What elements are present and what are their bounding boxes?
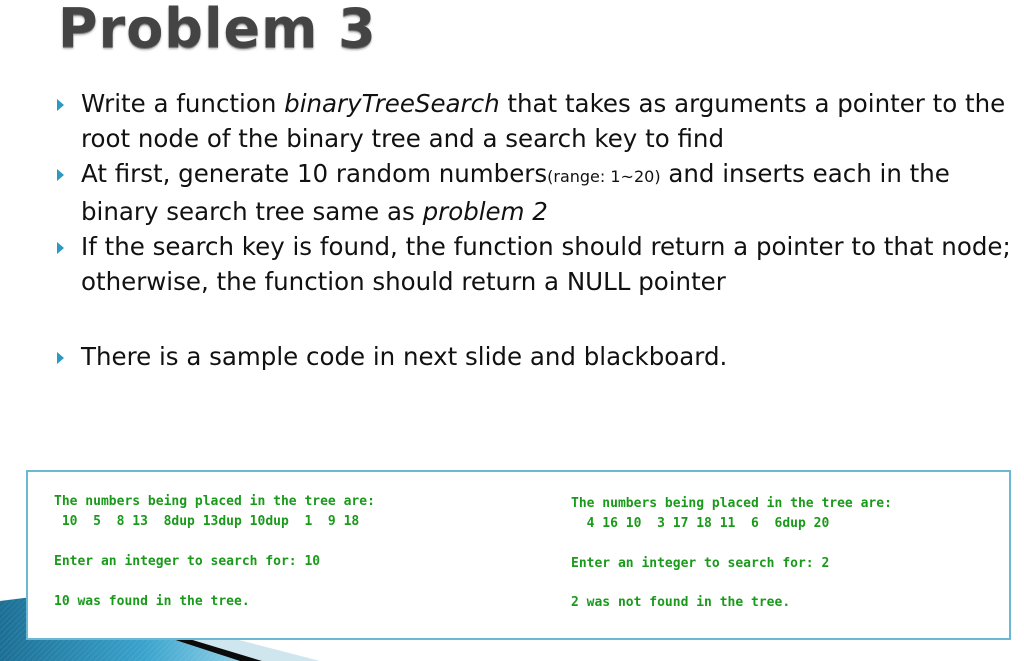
range-note: (range: 1~20) [547, 167, 661, 186]
bullet-text: At first, generate 10 random numbers [81, 159, 548, 188]
console-sample-found: The numbers being placed in the tree are… [54, 472, 375, 609]
console-line-result: 2 was not found in the tree. [571, 595, 791, 610]
console-sample-not-found: The numbers being placed in the tree are… [571, 472, 892, 610]
console-line-numbers: 10 5 8 13 8dup 13dup 10dup 1 9 18 [54, 514, 360, 529]
bullet-text: that takes as arguments a pointer to the… [81, 89, 1006, 153]
console-line-prompt: Enter an integer to search for: 10 [54, 554, 321, 569]
console-line-header: The numbers being placed in the tree are… [571, 496, 892, 511]
console-line-prompt: Enter an integer to search for: 2 [571, 556, 830, 571]
bullet-text: Write a function [81, 89, 285, 118]
bullet-item-function: Write a function binaryTreeSearch that t… [56, 86, 1016, 156]
bullet-item-return: If the search key is found, the function… [56, 229, 1016, 299]
bullet-text: There is a sample code in next slide and… [81, 342, 728, 371]
triangle-right-icon [57, 242, 64, 254]
bullet-item-sample-code: There is a sample code in next slide and… [56, 339, 1016, 374]
console-output-box: The numbers being placed in the tree are… [26, 470, 1011, 640]
bullet-text: If the search key is found, the function… [81, 232, 1011, 296]
triangle-right-icon [57, 169, 64, 181]
console-line-header: The numbers being placed in the tree are… [54, 494, 375, 509]
bullet-text: and inserts each in the binary search tr… [81, 159, 950, 226]
console-line-result: 10 was found in the tree. [54, 594, 250, 609]
triangle-right-icon [57, 99, 64, 111]
triangle-right-icon [57, 352, 64, 364]
bullet-list: Write a function binaryTreeSearch that t… [56, 86, 1016, 374]
function-name: binaryTreeSearch [284, 89, 500, 118]
bullet-item-generate: At first, generate 10 random numbers(ran… [56, 156, 1016, 229]
problem-reference: problem 2 [422, 197, 548, 226]
slide-title: Problem 3 [58, 0, 377, 60]
console-line-numbers: 4 16 10 3 17 18 11 6 6dup 20 [571, 516, 830, 531]
